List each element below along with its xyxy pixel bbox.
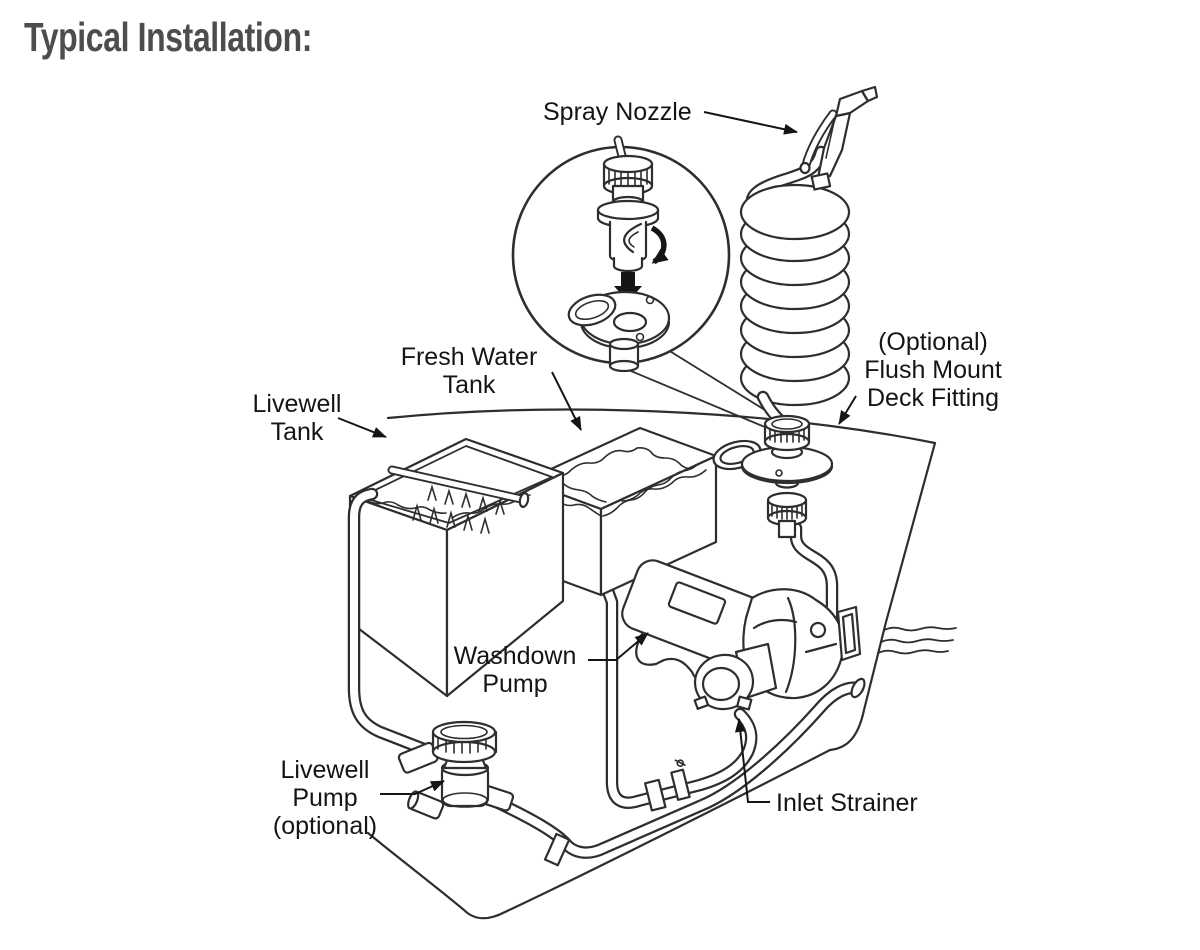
label-leaders	[337, 111, 857, 803]
label-fresh-water-tank: Fresh Water Tank	[400, 343, 538, 399]
deck-fitting-drawing	[712, 414, 834, 539]
waterline-waves	[877, 626, 957, 655]
page-title: Typical Installation:	[24, 14, 312, 60]
freshwater-supply-hose	[599, 579, 758, 812]
washdown-pump-drawing	[621, 559, 862, 711]
livewell-outlet-hose	[485, 677, 866, 867]
spray-nozzle-drawing	[799, 85, 879, 191]
livewell-intake-hose	[347, 487, 441, 760]
label-livewell-tank: Livewell Tank	[252, 390, 342, 446]
livewell-pump-drawing	[397, 720, 515, 820]
hose-coupling	[643, 759, 691, 812]
coiled-hose	[739, 145, 851, 434]
label-livewell-pump: Livewell Pump (optional)	[272, 756, 378, 840]
label-inlet-strainer: Inlet Strainer	[776, 789, 918, 817]
deck-fitting-detail-inset	[511, 135, 731, 373]
livewell-aerator-bar	[387, 465, 530, 508]
label-washdown-pump: Washdown Pump	[453, 642, 577, 698]
boat-transom-line	[828, 441, 937, 752]
label-flush-mount-deck-fitting: (Optional) Flush Mount Deck Fitting	[864, 328, 1002, 412]
boat-deck-line	[386, 408, 937, 445]
label-spray-nozzle: Spray Nozzle	[543, 98, 692, 126]
boat-hull-bottom	[366, 748, 832, 920]
livewell-tank-drawing	[348, 437, 565, 698]
livewell-spray-ticks	[412, 484, 505, 534]
inlet-strainer-drawing	[693, 642, 778, 711]
